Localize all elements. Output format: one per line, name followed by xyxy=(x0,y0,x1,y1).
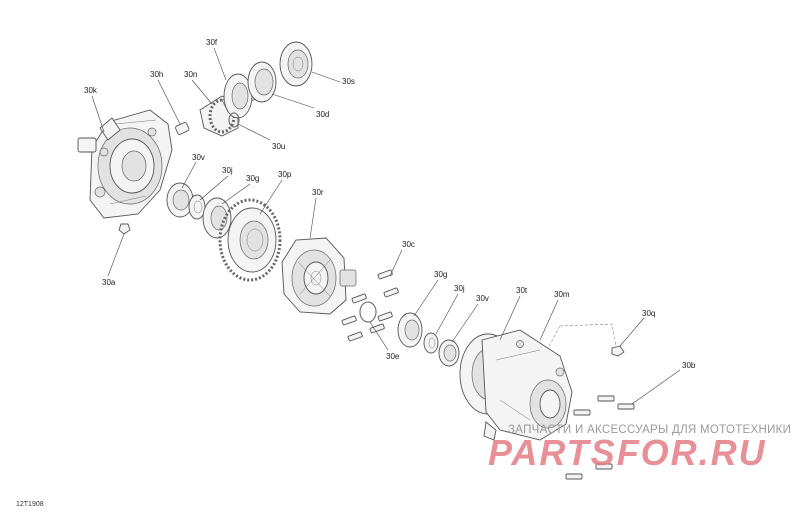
right-housing-30t xyxy=(459,329,573,441)
seal-30s xyxy=(279,41,313,87)
label-30h: 30h xyxy=(150,70,163,79)
callout-labels: 30f 30h 30n 30k 30s 30d 30u 30v 30j 30g … xyxy=(84,38,696,370)
label-30e: 30e xyxy=(386,352,400,361)
label-30n: 30n xyxy=(184,70,197,79)
label-30j-mid: 30j xyxy=(454,284,465,293)
differential-assembly-30r xyxy=(281,237,357,315)
seal-30v-top xyxy=(166,182,194,218)
label-30k: 30k xyxy=(84,86,98,95)
label-30q: 30q xyxy=(642,309,655,318)
label-30p: 30p xyxy=(278,170,292,179)
label-30r: 30r xyxy=(312,188,324,197)
o-ring-30e xyxy=(359,301,377,323)
label-30j-top: 30j xyxy=(222,166,233,175)
leader-lines xyxy=(91,47,681,405)
ring-30d xyxy=(247,61,277,103)
bolt-30a xyxy=(118,223,131,235)
watermark-subtitle: ЗАПЧАСТИ И АКСЕССУАРЫ ДЛЯ МОТОТЕХНИКИ xyxy=(508,424,792,436)
label-30v-mid: 30v xyxy=(476,294,489,303)
label-30m: 30m xyxy=(554,290,570,299)
label-30b: 30b xyxy=(682,361,696,370)
watermark-brand: PARTSFOR.RU xyxy=(488,432,767,473)
bearing-30f xyxy=(223,73,253,119)
ring-30u xyxy=(228,112,240,128)
ring-gear-30p xyxy=(218,198,282,282)
shim-30j-top xyxy=(188,194,206,220)
bolt-30q xyxy=(611,345,625,357)
label-30g-top: 30g xyxy=(246,174,259,183)
part-30m-marker xyxy=(547,323,617,349)
seal-30v-mid xyxy=(438,339,460,367)
shim-30j-mid xyxy=(423,332,439,354)
label-30u: 30u xyxy=(272,142,285,151)
label-30t: 30t xyxy=(516,286,528,295)
bolts-30b xyxy=(565,395,635,480)
label-30f: 30f xyxy=(206,38,218,47)
reference-code: 12T1908 xyxy=(16,501,44,508)
bearing-30g-top xyxy=(202,197,232,239)
label-30a: 30a xyxy=(102,278,116,287)
label-30c: 30c xyxy=(402,240,415,249)
bearing-30g-mid xyxy=(397,312,423,348)
label-30s: 30s xyxy=(342,77,355,86)
label-30g-mid: 30g xyxy=(434,270,447,279)
label-30d: 30d xyxy=(316,110,329,119)
label-30v-top: 30v xyxy=(192,153,205,162)
bolts-30c xyxy=(341,269,399,342)
part-30h xyxy=(175,122,190,135)
left-housing-30k xyxy=(77,109,173,219)
